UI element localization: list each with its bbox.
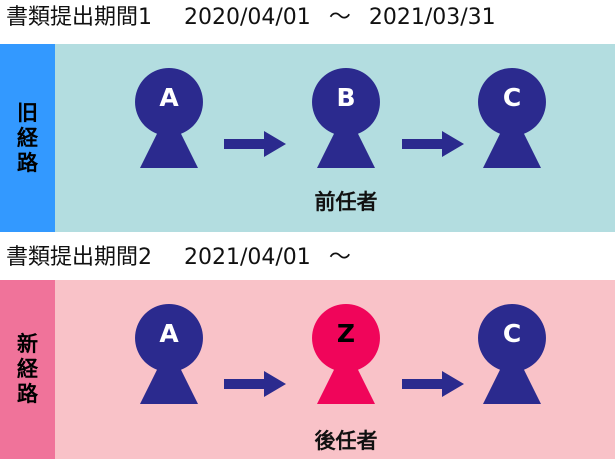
keyhole-person-icon [478,68,546,168]
approver-node-a: A [124,66,214,170]
period-1-range: 2020/04/01 ～ 2021/03/31 [184,0,496,36]
keyhole-person-icon [135,304,203,404]
approver-node-c: C [467,66,557,170]
node-letter: B [336,83,356,112]
approver-node-z: Z [301,302,391,406]
right-arrow-icon [224,371,286,397]
right-arrow-icon [402,131,464,157]
keyhole-person-icon [312,304,380,404]
new-route-label: 新 経 路 [0,280,55,459]
node-letter: A [159,83,179,112]
new-route-label-char: 路 [17,382,38,406]
old-route-label-char: 経 [17,125,38,150]
new-route-band: 新 経 路 A Z C 後任者 [0,280,615,459]
node-letter: C [502,83,522,112]
keyhole-person-icon [312,68,380,168]
old-route-label: 旧 経 路 [0,44,55,232]
period-1-label: 書類提出期間1 [6,5,152,30]
keyhole-person-icon [135,68,203,168]
new-route-flow: A Z C 後任者 [55,280,615,459]
period-2-range: 2021/04/01 ～ [184,240,351,276]
period-1-title: 書類提出期間1 2020/04/01 ～ 2021/03/31 [6,0,496,36]
new-route-label-char: 経 [17,357,38,381]
node-letter: A [159,319,179,348]
old-route-flow: A B C 前任者 [55,44,615,232]
new-route-label-char: 新 [17,332,38,356]
old-route-label-char: 路 [17,150,38,175]
right-arrow-icon [224,131,286,157]
period-2-start: 2021/04/01 [184,245,311,270]
old-route-label-char: 旧 [17,100,38,125]
period-1-start: 2020/04/01 [184,5,311,30]
approver-node-b: B [301,66,391,170]
keyhole-person-icon [478,304,546,404]
period-2-label: 書類提出期間2 [6,245,152,270]
approver-node-c: C [467,302,557,406]
approver-node-a: A [124,302,214,406]
old-route-band: 旧 経 路 A B C 前任者 [0,44,615,232]
period-1-end: 2021/03/31 [368,5,496,30]
node-letter: C [502,319,522,348]
right-arrow-icon [402,371,464,397]
period-2-separator: ～ [328,245,351,270]
successor-caption: 後任者 [314,429,378,453]
period-1-separator: ～ [328,5,351,30]
node-letter: Z [336,319,356,348]
predecessor-caption: 前任者 [314,190,378,214]
period-2-title: 書類提出期間2 2021/04/01 ～ [6,240,351,276]
